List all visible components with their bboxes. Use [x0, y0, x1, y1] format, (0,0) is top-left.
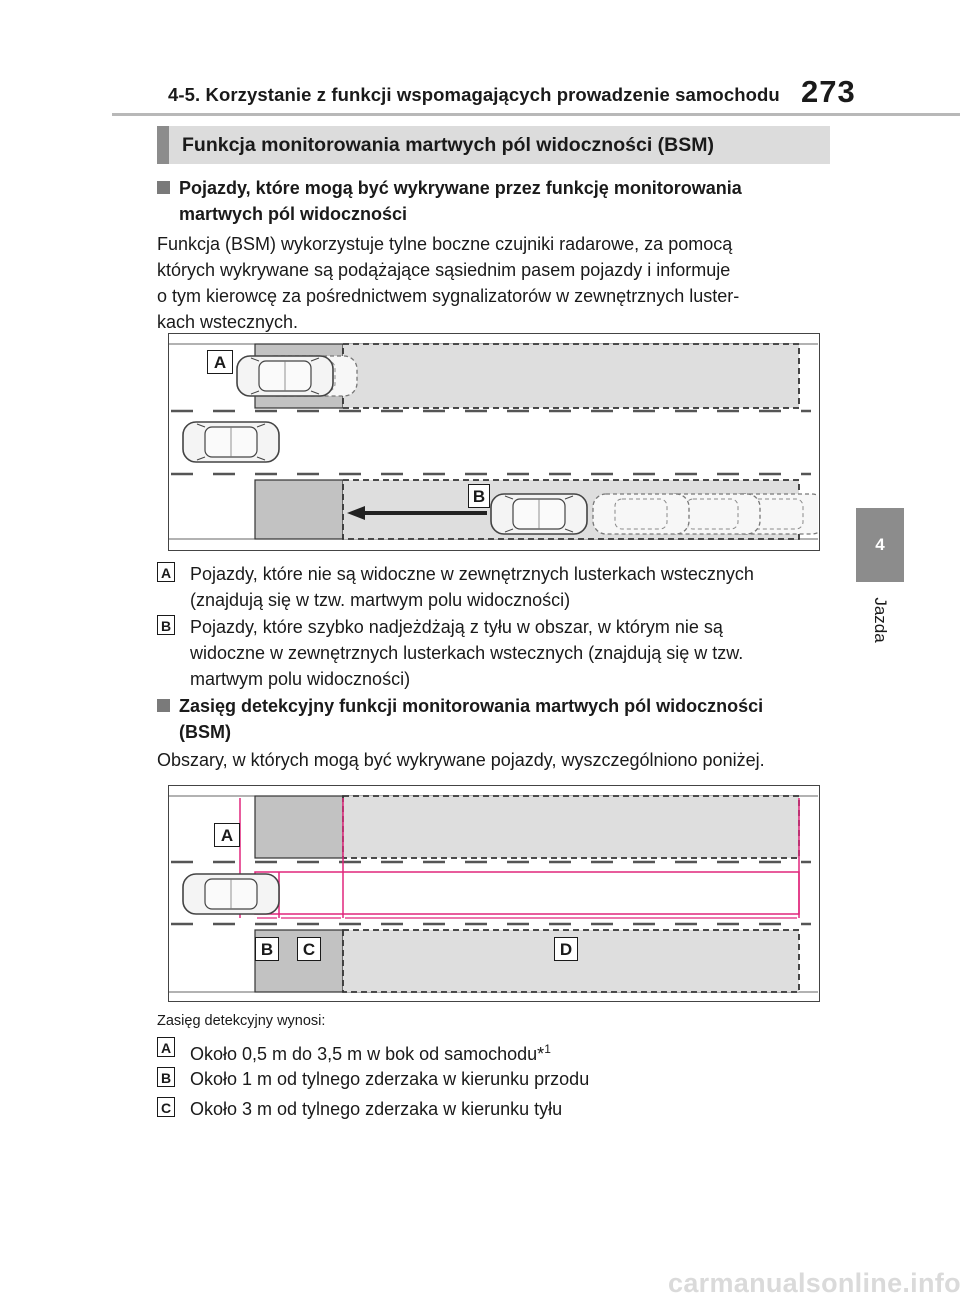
intro-paragraph: Funkcja (BSM) wykorzystuje tylne boczne … [157, 231, 837, 335]
legend-line: martwym polu widoczności) [190, 669, 411, 689]
subheading-line1: Pojazdy, które mogą być wykrywane przez … [179, 178, 742, 198]
range-paragraph: Obszary, w których mogą być wykrywane po… [157, 750, 765, 770]
range-caption: Zasięg detekcyjny wynosi: [157, 1013, 326, 1029]
range-text: Około 3 m od tylnego zderzaka w kierunku… [190, 1099, 563, 1119]
diagram-label-a: A [207, 350, 233, 374]
bsm-vehicles-diagram: A B [168, 333, 826, 551]
legend-line: widoczne w zewnętrznych lusterkach wstec… [190, 643, 744, 663]
chapter-tab: 4 [856, 508, 904, 582]
subheading-detectable-vehicles: Pojazdy, które mogą być wykrywane przez … [157, 175, 742, 227]
subheading-line1: Zasięg detekcyjny funkcji monitorowania … [179, 696, 764, 716]
legend-text: Pojazdy, które nie są widoczne w zewnętr… [190, 561, 754, 613]
vehicle-a-icon [236, 355, 334, 397]
chapter-number: 4 [875, 535, 885, 554]
paragraph-line: o tym kierowcę za pośrednictwem sygnaliz… [157, 286, 740, 306]
watermark: carmanualsonline.info [668, 1268, 960, 1298]
section-title: Funkcja monitorowania martwych pól widoc… [182, 134, 714, 156]
range-text-value: Około 0,5 m do 3,5 m w bok od samochodu* [190, 1044, 545, 1064]
diagram-label-c: C [297, 937, 321, 961]
bsm-vehicles-illustration [169, 343, 826, 540]
bsm-range-illustration [169, 795, 818, 993]
subheading-detection-range: Zasięg detekcyjny funkcji monitorowania … [157, 693, 763, 745]
chapter-label: Jazda [856, 588, 904, 652]
footnote-marker: 1 [544, 1042, 551, 1056]
page-number: 273 [801, 74, 856, 109]
subheading-line2: (BSM) [179, 722, 231, 742]
own-vehicle-icon [182, 421, 280, 463]
legend-key-a: A [157, 562, 175, 582]
paragraph-line: których wykrywane są podążające sąsiedni… [157, 260, 731, 280]
legend-key-b: B [157, 615, 175, 635]
diagram-label-a: A [214, 823, 240, 847]
subheading-line2: martwych pól widoczności [179, 204, 408, 224]
range-text: Około 1 m od tylnego zderzaka w kierunku… [190, 1069, 590, 1089]
diagram-label-d: D [554, 937, 578, 961]
legend-line: (znajdują się w tzw. martwym polu widocz… [190, 590, 571, 610]
chapter-header-title: 4-5. Korzystanie z funkcji wspomagającyc… [168, 84, 780, 105]
arrow-left-icon [347, 506, 365, 520]
range-key-b: B [157, 1067, 175, 1087]
legend-text: Pojazdy, które szybko nadjeżdżają z tyłu… [190, 614, 743, 692]
chapter-label-text: Jazda [871, 597, 890, 643]
bsm-range-diagram: A B C D [168, 785, 820, 1002]
square-bullet-icon [157, 699, 170, 712]
legend-line: Pojazdy, które nie są widoczne w zewnętr… [190, 564, 754, 584]
legend-line: Pojazdy, które szybko nadjeżdżają z tyłu… [190, 617, 723, 637]
diagram-label-b: B [468, 484, 490, 508]
range-key-c: C [157, 1097, 175, 1117]
paragraph-line: kach wstecznych. [157, 312, 299, 332]
range-text: Około 0,5 m do 3,5 m w bok od samochodu*… [190, 1036, 551, 1067]
own-vehicle-icon [182, 873, 280, 915]
square-bullet-icon [157, 181, 170, 194]
section-title-bar: Funkcja monitorowania martwych pól widoc… [157, 126, 830, 164]
range-key-a: A [157, 1037, 175, 1057]
diagram-label-b: B [255, 937, 279, 961]
ghost-vehicle-icon [592, 493, 690, 535]
header-divider [112, 113, 960, 116]
vehicle-b-icon [490, 493, 588, 535]
paragraph-line: Funkcja (BSM) wykorzystuje tylne boczne … [157, 234, 733, 254]
